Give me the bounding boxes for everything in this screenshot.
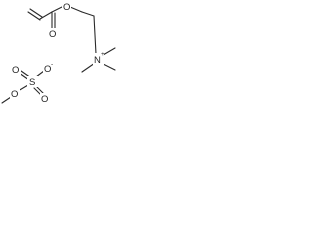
sulfur-oxygen-bottom-double-bond-a [35,85,45,95]
vinyl-to-carbonyl-bond [39,11,53,20]
nitrogen-methyl-down-bond [102,63,116,71]
sulfate-oxygen-methoxy-label: O [11,89,18,100]
vinyl-double-bond-b [29,8,43,18]
sulfate-sulfur-label: S [29,77,35,88]
sulfate-oxygen-anion-label: O [44,64,51,75]
sulfate-oxygen-top-label: O [12,65,19,76]
ethylene-bond [81,11,95,17]
sulfate-oxygen-bottom-label: O [41,94,48,105]
ester-oxygen-label: O [63,2,70,13]
ammonium-nitrogen-label: N [94,55,101,66]
methylene-to-nitrogen-bond [93,15,97,55]
ammonium-charge-label: + [101,51,105,58]
chemical-structure: O O N + S O O O - O [1,1,116,105]
ester-oxygen-to-methylene-bond [69,6,83,13]
cation: O O N + [27,1,116,73]
nitrogen-methyl-up-bond [102,47,116,56]
nitrogen-methyl-left-bond [81,62,96,73]
carbonyl-oxygen-label: O [49,29,56,40]
vinyl-double-bond-a [27,11,41,21]
anion: S O O O - O [1,61,53,105]
carbonyl-to-ester-oxygen-bond [51,6,63,13]
sulfate-anion-charge-label: - [51,61,53,68]
oxygen-methyl-bond [1,96,12,104]
